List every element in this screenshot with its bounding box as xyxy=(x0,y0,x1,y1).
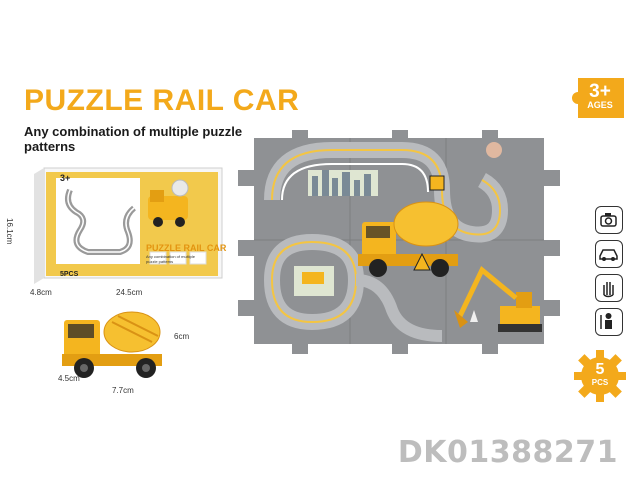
box-title: PUZZLE RAIL CAR xyxy=(146,243,227,253)
pieces-gear-badge xyxy=(574,350,626,402)
child-icon xyxy=(595,308,623,336)
box-subtitle: Any combination of multiple puzzle patte… xyxy=(146,254,195,264)
puzzle-track-mat xyxy=(238,130,560,354)
car-height-dimension: 6cm xyxy=(174,332,190,341)
pieces-badge-text: 5 PCS xyxy=(582,361,618,388)
box-width-dimension: 24.5cm xyxy=(116,288,143,297)
age-badge-text: 3+ AGES xyxy=(576,82,624,110)
sku-code: DK01388271 xyxy=(397,435,618,470)
camera-icon xyxy=(595,206,623,234)
car-icon xyxy=(595,240,623,268)
product-subtitle: Any combination of multiple puzzle patte… xyxy=(24,124,243,154)
pieces-number: 5 xyxy=(595,361,605,378)
hand-icon xyxy=(595,274,623,302)
age-label: AGES xyxy=(587,100,613,110)
box-age: 3+ xyxy=(60,173,71,183)
age-puzzle-badge xyxy=(572,78,624,118)
box-pieces: 5PCS xyxy=(60,271,79,278)
product-title: PUZZLE RAIL CAR xyxy=(24,84,300,117)
car-depth-dimension: 4.5cm xyxy=(58,374,80,383)
car-length-dimension: 7.7cm xyxy=(112,386,134,395)
product-box-image xyxy=(34,167,223,284)
cement-truck-image xyxy=(62,311,162,378)
box-depth-dimension: 4.8cm xyxy=(30,288,52,297)
box-height-dimension: 16.1cm xyxy=(5,218,14,245)
age-number: 3+ xyxy=(589,81,611,102)
pieces-label: PCS xyxy=(591,378,609,387)
